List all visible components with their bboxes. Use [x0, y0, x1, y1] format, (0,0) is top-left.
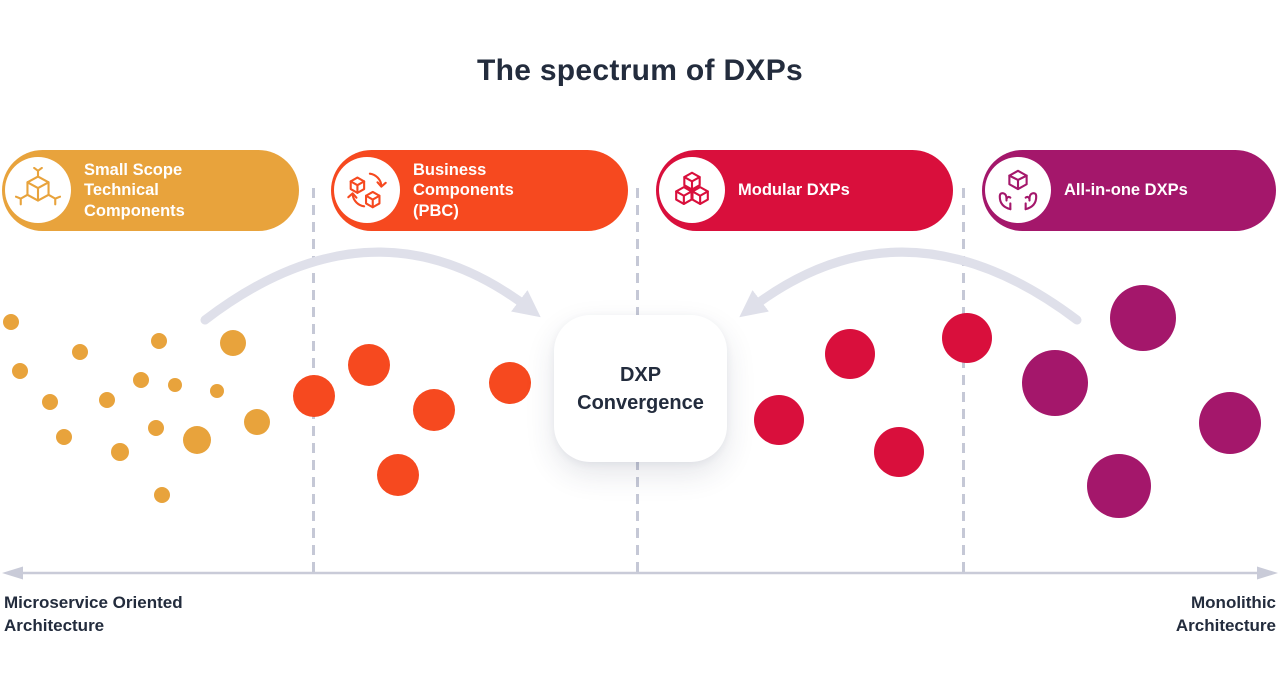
axis-label-microservice: Microservice Oriented Architecture	[4, 593, 183, 635]
axis-arrowhead-right-icon	[1257, 566, 1278, 580]
pill-label: Modular DXPs	[738, 181, 850, 200]
modular-dot	[942, 313, 992, 363]
pill-small-scope-technical-components: Small Scope Technical Components	[2, 150, 299, 231]
all-in-one-dot	[1110, 285, 1176, 351]
pill-label: All-in-one DXPs	[1064, 181, 1188, 200]
small-scope-dot	[210, 384, 224, 398]
pill-all-in-one-dxps: All-in-one DXPs	[982, 150, 1276, 231]
cube-axes-icon	[5, 157, 71, 223]
small-scope-dot	[168, 378, 182, 392]
stacked-cubes-icon	[659, 157, 725, 223]
pbc-dot	[377, 454, 419, 496]
small-scope-dot	[154, 487, 170, 503]
small-scope-dot	[220, 330, 246, 356]
small-scope-dot	[99, 392, 115, 408]
dxp-convergence-label: DXP Convergence	[577, 363, 704, 414]
pbc-dot	[413, 389, 455, 431]
all-in-one-dot	[1087, 454, 1151, 518]
small-scope-dot	[244, 409, 270, 435]
pbc-dot	[293, 375, 335, 417]
pill-label: Business Components (PBC)	[413, 161, 514, 220]
small-scope-dot	[151, 333, 167, 349]
small-scope-dot	[12, 363, 28, 379]
modular-dot	[825, 329, 875, 379]
dxp-convergence-box: DXP Convergence	[554, 315, 727, 462]
converge-arrow-left-icon	[200, 247, 541, 325]
pill-label: Small Scope Technical Components	[84, 161, 185, 220]
pill-modular-dxps: Modular DXPs	[656, 150, 953, 231]
divider-dashed-line-3	[962, 188, 965, 573]
exchange-cubes-icon	[334, 157, 400, 223]
all-in-one-dot	[1022, 350, 1088, 416]
small-scope-dot	[133, 372, 149, 388]
modular-dot	[754, 395, 804, 445]
pbc-dot	[348, 344, 390, 386]
small-scope-dot	[42, 394, 58, 410]
pill-business-components-pbc: Business Components (PBC)	[331, 150, 628, 231]
modular-dot	[874, 427, 924, 477]
small-scope-dot	[111, 443, 129, 461]
small-scope-dot	[148, 420, 164, 436]
axis-arrowhead-left-icon	[2, 566, 23, 580]
axis-label-monolithic: Monolithic Architecture	[1175, 593, 1276, 635]
small-scope-dot	[3, 314, 19, 330]
converge-arrow-right-icon	[739, 247, 1082, 325]
hands-cube-icon	[985, 157, 1051, 223]
pbc-dot	[489, 362, 531, 404]
small-scope-dot	[56, 429, 72, 445]
small-scope-dot	[72, 344, 88, 360]
small-scope-dot	[183, 426, 211, 454]
all-in-one-dot	[1199, 392, 1261, 454]
page-title: The spectrum of DXPs	[476, 54, 804, 87]
